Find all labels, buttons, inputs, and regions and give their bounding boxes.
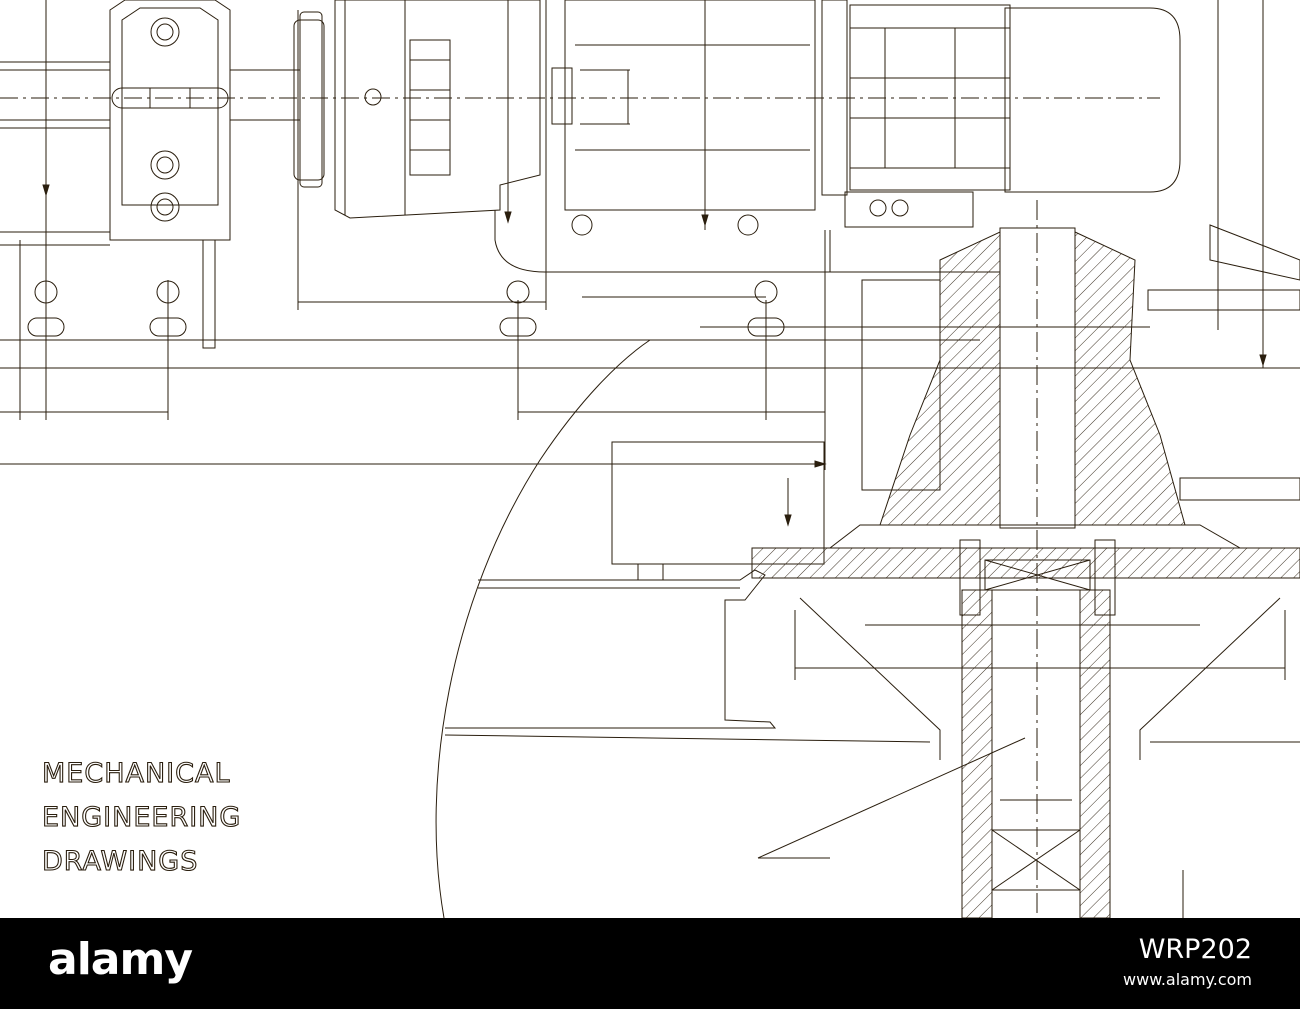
- engineering-drawing: MECHANICAL ENGINEERING DRAWINGS: [0, 0, 1300, 918]
- title-line-3: DRAWINGS: [42, 846, 198, 877]
- gearbox-center-mark: [364, 88, 382, 106]
- cylinder-housing: [564, 0, 816, 211]
- bolt-hex: [150, 17, 180, 47]
- support-cone: [799, 597, 941, 760]
- bolt-hex: [150, 150, 180, 180]
- shaft-sleeve-hatched: [1079, 589, 1111, 918]
- brand-logo: alamy: [48, 934, 193, 985]
- i-beam-profile: [445, 569, 777, 729]
- leader-line: [757, 737, 1026, 859]
- gearbox-body: [334, 0, 541, 219]
- bearing-housing-hatched: [1074, 231, 1186, 526]
- coupling-housing: [109, 0, 231, 241]
- shaft-sleeve-hatched: [961, 589, 993, 918]
- motor-fins: [849, 4, 1011, 191]
- coupling-housing-inner: [121, 7, 219, 206]
- title-line-1: MECHANICAL: [42, 758, 231, 789]
- motor-end-cap: [1004, 7, 1181, 193]
- watermark-footer: alamy WRP202 www.alamy.com: [0, 918, 1300, 1009]
- bolt-symbols: [27, 214, 785, 337]
- bolt-hex: [150, 192, 180, 222]
- large-arc-outline: [435, 339, 651, 918]
- footer-url: www.alamy.com: [1123, 970, 1252, 989]
- base-plate-hatched: [751, 547, 1300, 579]
- title-block: MECHANICAL ENGINEERING DRAWINGS: [41, 757, 241, 877]
- terminal-box: [844, 191, 974, 228]
- image-id: WRP202: [1138, 934, 1252, 965]
- coupling-discs: [293, 19, 325, 181]
- title-line-2: ENGINEERING: [42, 802, 241, 833]
- coupling-bar: [111, 87, 229, 109]
